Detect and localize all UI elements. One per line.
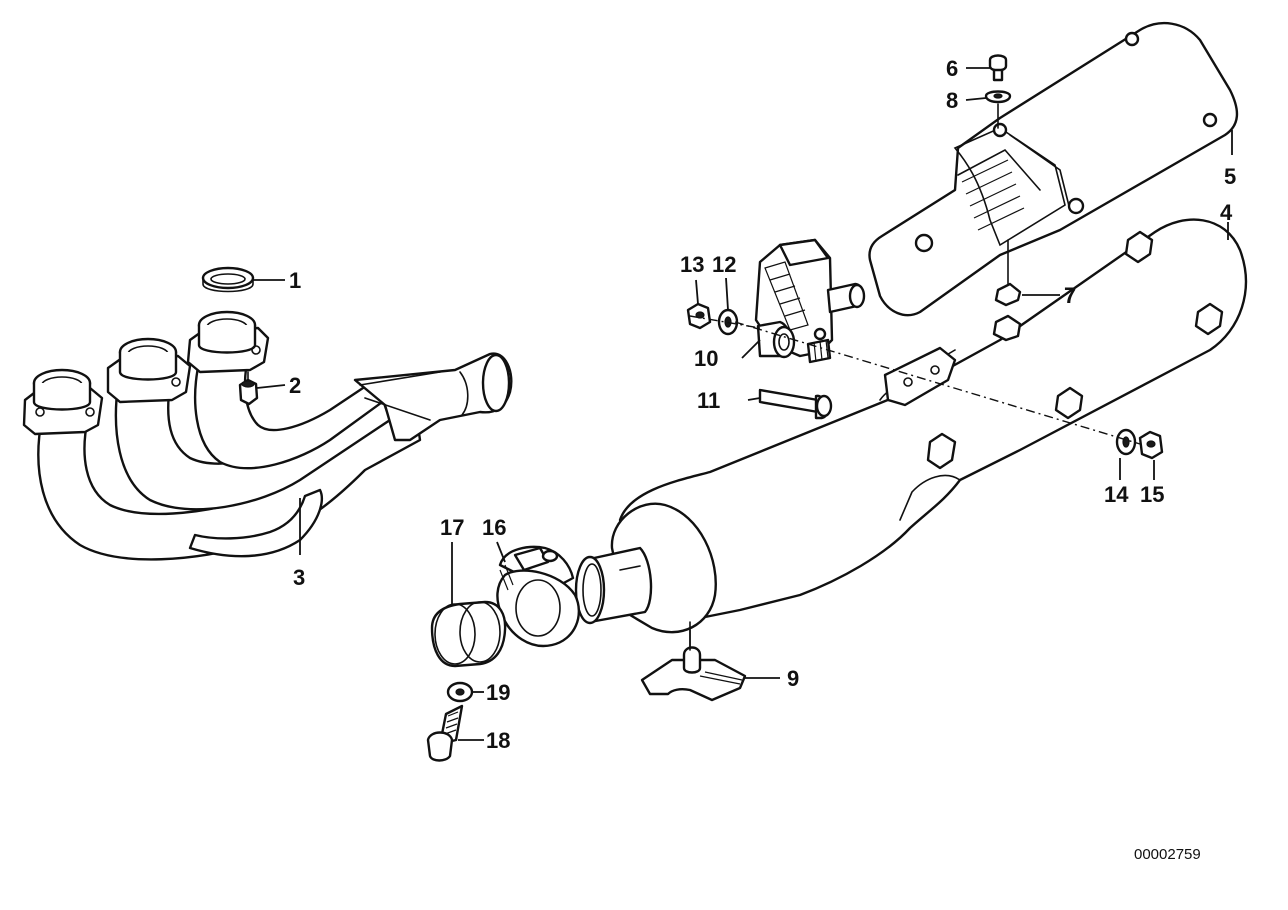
callout-10: 10 xyxy=(694,346,718,371)
pipe-clamp xyxy=(496,545,580,648)
rubber-mount xyxy=(640,629,747,702)
callout-4: 4 xyxy=(1220,200,1233,225)
callout-labels: 1 2 3 4 5 6 7 8 9 10 11 12 13 14 15 16 1… xyxy=(289,56,1236,753)
diagram-reference-number: 00002759 xyxy=(1134,846,1201,863)
assembly-axis-bracket xyxy=(689,315,761,329)
rubber-bushing xyxy=(756,320,796,359)
bracket-stud xyxy=(806,338,832,364)
heat-shield xyxy=(868,22,1239,317)
callout-17: 17 xyxy=(440,515,464,540)
exhaust-header-pipes xyxy=(22,310,513,561)
callout-15: 15 xyxy=(1140,482,1164,507)
clip-nut xyxy=(992,239,1022,342)
assembly-axis-rear xyxy=(734,321,1141,445)
callout-9: 9 xyxy=(787,666,799,691)
leader-lines xyxy=(253,67,1233,741)
callout-6: 6 xyxy=(946,56,958,81)
callout-11: 11 xyxy=(697,388,720,413)
callout-3: 3 xyxy=(293,565,305,590)
callout-7: 7 xyxy=(1064,283,1076,308)
callout-8: 8 xyxy=(946,88,958,113)
bracket-nut xyxy=(686,302,712,330)
muffler xyxy=(574,218,1248,651)
callout-1: 1 xyxy=(289,268,301,293)
muffler-nut xyxy=(1138,430,1164,460)
callout-5: 5 xyxy=(1224,164,1236,189)
clamp-washer xyxy=(446,681,474,703)
pipe-sleeve xyxy=(430,600,507,668)
shield-screw xyxy=(988,54,1008,82)
callout-12: 12 xyxy=(712,252,736,277)
shield-washer xyxy=(984,90,1012,129)
clamp-bolt xyxy=(426,704,464,762)
bracket-bolt xyxy=(758,388,833,420)
callout-19: 19 xyxy=(486,680,510,705)
collar-nut xyxy=(238,371,259,406)
gasket-ring xyxy=(201,266,255,293)
callout-16: 16 xyxy=(482,515,506,540)
callout-13: 13 xyxy=(680,252,704,277)
callout-18: 18 xyxy=(486,728,510,753)
callout-2: 2 xyxy=(289,373,301,398)
muffler-washer xyxy=(1115,428,1137,456)
callout-14: 14 xyxy=(1104,482,1129,507)
